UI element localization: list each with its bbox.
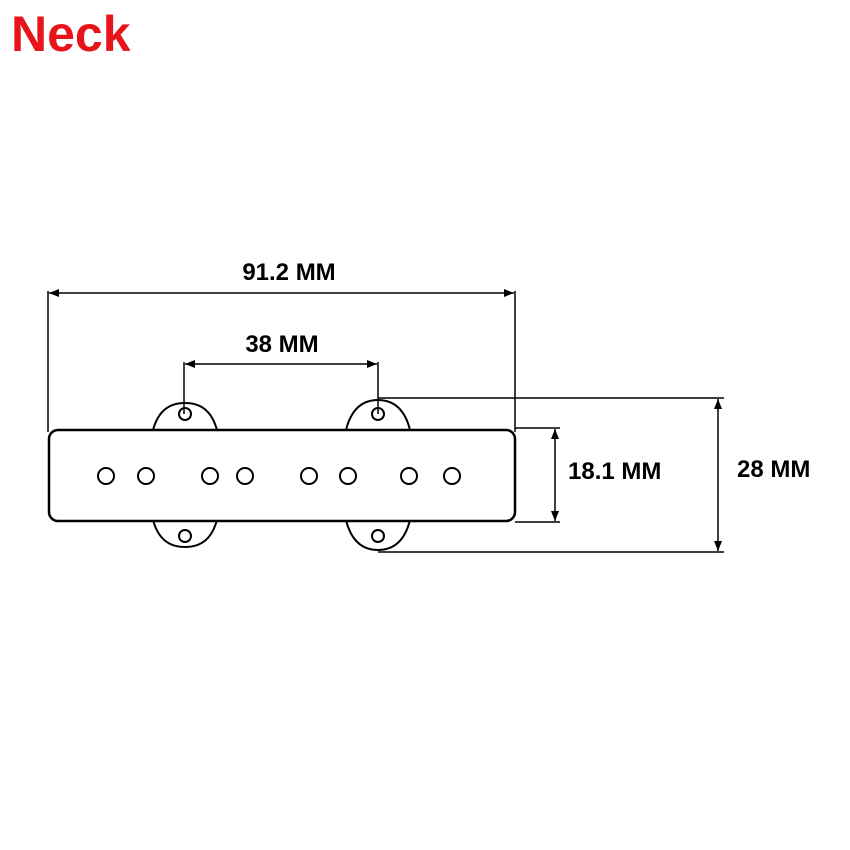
page-title: Neck bbox=[11, 6, 131, 62]
pickup-body bbox=[47, 428, 517, 523]
mount-spacing-dimension bbox=[183, 360, 379, 414]
pole-piece bbox=[236, 467, 254, 485]
mounting-holes bbox=[178, 407, 385, 543]
pole-piece bbox=[137, 467, 155, 485]
mount-hole-bottom-right bbox=[371, 529, 385, 543]
mount-hole-bottom-left bbox=[178, 529, 192, 543]
overall-width-dimension bbox=[378, 397, 724, 553]
pole-piece bbox=[400, 467, 418, 485]
pole-piece bbox=[300, 467, 318, 485]
overall-length-label: 91.2 MM bbox=[242, 259, 335, 286]
overall-length-dimension bbox=[47, 289, 516, 432]
body-width-label: 18.1 MM bbox=[568, 458, 661, 485]
pole-piece bbox=[443, 467, 461, 485]
overall-width-label: 28 MM bbox=[737, 456, 810, 483]
pole-piece bbox=[97, 467, 115, 485]
mount-spacing-label: 38 MM bbox=[245, 331, 318, 358]
pole-pieces bbox=[97, 467, 461, 485]
pole-piece bbox=[201, 467, 219, 485]
pole-piece bbox=[339, 467, 357, 485]
body-width-dimension bbox=[515, 427, 560, 523]
mount-hole-top-left bbox=[178, 407, 192, 421]
